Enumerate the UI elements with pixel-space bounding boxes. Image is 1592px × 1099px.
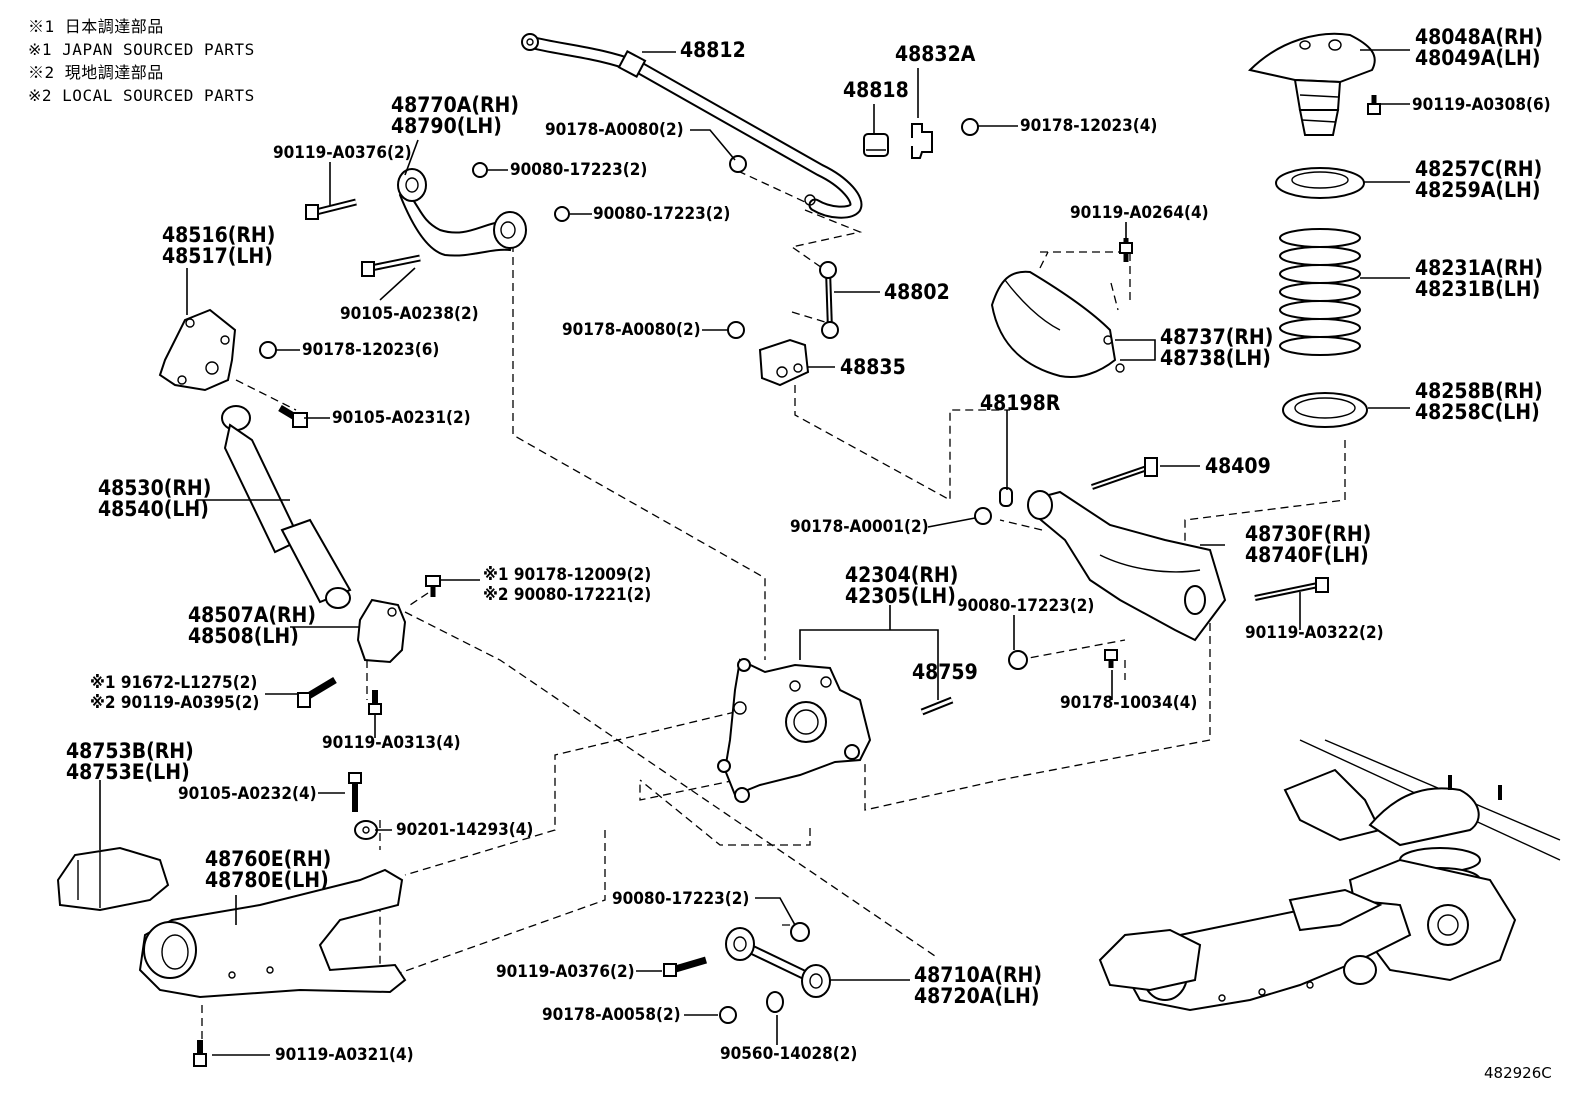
callout-90178-10034[interactable]: 90178-10034(4): [1060, 693, 1198, 713]
figure-code: 482926C: [1484, 1064, 1552, 1082]
callout-42304-rh[interactable]: 42304(RH): [845, 563, 959, 587]
callout-48517-lh[interactable]: 48517(LH): [162, 244, 273, 268]
callout-48258c-lh[interactable]: 48258C(LH): [1415, 400, 1540, 424]
callout-90178-12023-6[interactable]: 90178-12023(6): [302, 340, 440, 360]
callout-90119-a0395[interactable]: ※2 90119-A0395(2): [90, 693, 260, 713]
callout-48770a-rh[interactable]: 48770A(RH): [391, 93, 519, 117]
callout-90080-17223-c[interactable]: 90080-17223(2): [957, 596, 1095, 616]
trailing-lower-arm: [138, 868, 407, 999]
callout-90178-12009[interactable]: ※1 90178-12009(2): [483, 565, 652, 585]
callout-48760e-rh[interactable]: 48760E(RH): [205, 847, 332, 871]
callout-48720a-lh[interactable]: 48720A(LH): [914, 984, 1040, 1008]
callout-48740f-lh[interactable]: 48740F(LH): [1245, 543, 1369, 567]
callout-48516-rh[interactable]: 48516(RH): [162, 223, 276, 247]
note-local-jp: ※2 現地調達部品: [28, 63, 164, 82]
coil-spring: [1279, 228, 1361, 356]
callout-90080-17223-b[interactable]: 90080-17223(2): [593, 204, 731, 224]
bolts: [193, 95, 1381, 1067]
callout-90178-12023-4[interactable]: 90178-12023(4): [1020, 116, 1158, 136]
callout-48802[interactable]: 48802: [884, 280, 950, 304]
shock-upper-mount: [158, 308, 237, 392]
callout-48198r[interactable]: 48198R: [980, 391, 1061, 415]
callout-48231a-rh[interactable]: 48231A(RH): [1415, 256, 1543, 280]
callout-48530-rh[interactable]: 48530(RH): [98, 476, 212, 500]
callout-48737-rh[interactable]: 48737(RH): [1160, 325, 1274, 349]
callout-90178-a0001[interactable]: 90178-A0001(2): [790, 517, 929, 537]
callout-90178-a0058[interactable]: 90178-A0058(2): [542, 1005, 681, 1025]
bushing-bracket: [911, 123, 933, 159]
assembled-view: [1098, 739, 1561, 1012]
rear-knuckle: [717, 658, 872, 803]
callout-90119-a0264[interactable]: 90119-A0264(4): [1070, 203, 1209, 223]
shock-absorber: [221, 405, 352, 609]
assembly-dash-lines: [201, 170, 1346, 1040]
callout-48048a-rh[interactable]: 48048A(RH): [1415, 25, 1543, 49]
note-japan-en: ※1 JAPAN SOURCED PARTS: [28, 40, 255, 59]
spring-lower-seat: [1282, 392, 1368, 428]
callout-90119-a0308[interactable]: 90119-A0308(6): [1412, 95, 1551, 115]
note-local-en: ※2 LOCAL SOURCED PARTS: [28, 86, 255, 105]
arm-cover: [56, 846, 170, 912]
callout-48049a-lh[interactable]: 48049A(LH): [1415, 46, 1541, 70]
callout-48759[interactable]: 48759: [912, 660, 978, 684]
callout-90080-17223-a[interactable]: 90080-17223(2): [510, 160, 648, 180]
callout-48790-lh[interactable]: 48790(LH): [391, 114, 502, 138]
callout-90201-14293[interactable]: 90201-14293(4): [396, 820, 534, 840]
callout-90105-a0231[interactable]: 90105-A0231(2): [332, 408, 471, 428]
callout-90119-a0313[interactable]: 90119-A0313(4): [322, 733, 461, 753]
callout-90105-a0238[interactable]: 90105-A0238(2): [340, 304, 479, 324]
callout-48832a[interactable]: 48832A: [895, 42, 976, 66]
callout-90119-a0321[interactable]: 90119-A0321(4): [275, 1045, 414, 1065]
callout-42305-lh[interactable]: 42305(LH): [845, 584, 956, 608]
spring-upper-mount: [1248, 32, 1376, 136]
upper-control-arm: [397, 168, 527, 257]
stabilizer-bushing: [863, 133, 889, 157]
spring-shield: [990, 270, 1125, 378]
lower-spring-arm: [1027, 490, 1227, 642]
callout-48835[interactable]: 48835: [840, 355, 906, 379]
callout-48730f-rh[interactable]: 48730F(RH): [1245, 522, 1372, 546]
toe-control-link: [725, 927, 831, 998]
callout-48738-lh[interactable]: 48738(LH): [1160, 346, 1271, 370]
callout-90119-a0376-bot[interactable]: 90119-A0376(2): [496, 962, 635, 982]
callout-48507a-rh[interactable]: 48507A(RH): [188, 603, 316, 627]
link-bracket: [758, 338, 810, 387]
callout-90119-a0322[interactable]: 90119-A0322(2): [1245, 623, 1384, 643]
callout-48259a-lh[interactable]: 48259A(LH): [1415, 178, 1541, 202]
callout-48231b-lh[interactable]: 48231B(LH): [1415, 277, 1541, 301]
callout-48753b-rh[interactable]: 48753B(RH): [66, 739, 194, 763]
leader-lines: [99, 49, 1410, 1056]
lower-bracket: [356, 598, 407, 664]
callout-48780e-lh[interactable]: 48780E(LH): [205, 868, 329, 892]
callout-90178-a0080-mid[interactable]: 90178-A0080(2): [562, 320, 701, 340]
callout-90080-17221[interactable]: ※2 90080-17221(2): [483, 585, 652, 605]
spring-upper-seat: [1275, 167, 1365, 199]
callout-48753e-lh[interactable]: 48753E(LH): [66, 760, 190, 784]
callout-90080-17223-d[interactable]: 90080-17223(2): [612, 889, 750, 909]
callout-90560-14028[interactable]: 90560-14028(2): [720, 1044, 858, 1064]
stabilizer-link: [819, 261, 839, 339]
note-japan-jp: ※1 日本調達部品: [28, 17, 164, 36]
callout-48258b-rh[interactable]: 48258B(RH): [1415, 379, 1543, 403]
callout-48540-lh[interactable]: 48540(LH): [98, 497, 209, 521]
callout-48812[interactable]: 48812: [680, 38, 746, 62]
callout-90119-a0376-top[interactable]: 90119-A0376(2): [273, 143, 412, 163]
callout-48710a-rh[interactable]: 48710A(RH): [914, 963, 1042, 987]
stabilizer-bar: [521, 33, 863, 219]
callout-91672-l1275[interactable]: ※1 91672-L1275(2): [90, 673, 258, 693]
callout-90105-a0232[interactable]: 90105-A0232(4): [178, 784, 317, 804]
callout-48818[interactable]: 48818: [843, 78, 909, 102]
callout-90178-a0080-top[interactable]: 90178-A0080(2): [545, 120, 684, 140]
callout-48508-lh[interactable]: 48508(LH): [188, 624, 299, 648]
callout-48409[interactable]: 48409: [1205, 454, 1271, 478]
callout-48257c-rh[interactable]: 48257C(RH): [1415, 157, 1543, 181]
